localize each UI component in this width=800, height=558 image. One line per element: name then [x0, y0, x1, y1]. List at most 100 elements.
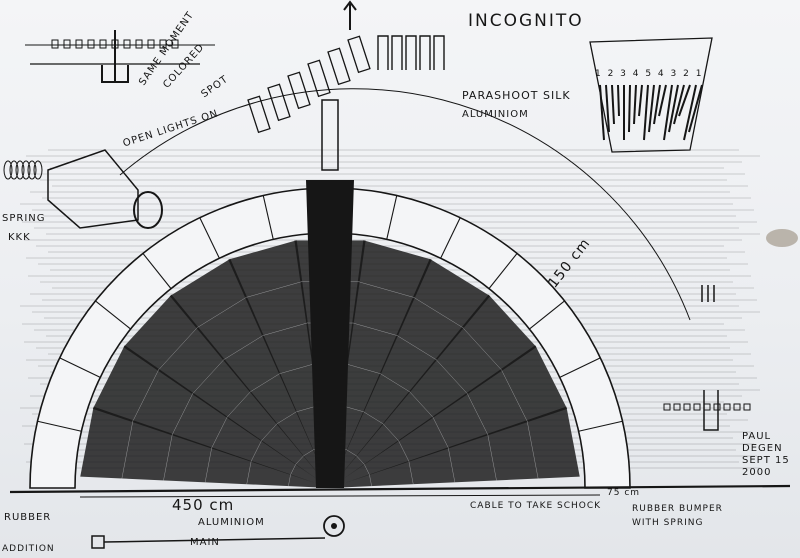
cylinder-sequence: [405, 35, 417, 70]
label-cable: CABLE TO TAKE SCHOCK: [470, 501, 602, 511]
fold-stroke: [648, 84, 655, 133]
fan-blade: [228, 240, 330, 488]
ground-line: [9, 484, 791, 494]
blade-hatch: [260, 423, 278, 442]
mast-top: [321, 99, 339, 171]
arch-block-joint: [199, 217, 220, 259]
fan-blade: [123, 294, 331, 488]
cylinder-sequence: [377, 35, 389, 70]
blade-hatch: [196, 296, 248, 329]
arch-block-joint: [37, 420, 82, 432]
rotating-cylinders-icon: [247, 95, 271, 134]
fan-blade: [80, 406, 330, 488]
label-addition: ADDITION: [2, 544, 55, 554]
up-arrow-icon: [343, 0, 357, 30]
blade-hatch: [245, 281, 303, 298]
right-pin-rail: [723, 403, 731, 411]
bar-wheel: [323, 515, 345, 537]
blade-hatch: [357, 281, 415, 298]
fan-blade: [330, 258, 491, 488]
black-fan: [80, 99, 580, 488]
blade-hatch: [250, 440, 262, 462]
mast-body: [306, 180, 354, 488]
fold-stroke: [668, 84, 679, 133]
label-aluminium-top: ALUMINIOM: [462, 109, 529, 120]
arch-block-joint: [488, 253, 518, 289]
spring-coil: [27, 160, 37, 180]
blade-hatch: [369, 474, 372, 487]
right-pin-rail: [673, 403, 681, 411]
blade-hatch: [346, 449, 357, 457]
arch-band: [29, 187, 631, 489]
blade-hatch: [262, 322, 308, 337]
pin-rail-icon: [51, 39, 59, 49]
fold-stroke: [628, 84, 631, 133]
blade-hatch: [352, 322, 398, 337]
fold-stroke: [599, 84, 605, 141]
cylinder-sequence: [419, 35, 431, 70]
clamp-barrel: [133, 191, 163, 229]
blade-hatch: [487, 433, 497, 481]
blade-hatch: [363, 464, 370, 475]
blade-hatch: [204, 447, 213, 483]
arch-block-joint: [529, 300, 565, 330]
right-pin-rail: [713, 403, 721, 411]
pin-rail-icon: [171, 39, 179, 49]
blade-hatch: [412, 296, 464, 329]
fold-stroke: [653, 84, 661, 125]
arch-block-joint: [386, 195, 398, 240]
signature-first: PAUL: [742, 431, 772, 442]
pin-rail-icon: [123, 39, 131, 49]
fold-stroke: [617, 84, 620, 117]
right-pin-rail: [743, 403, 751, 411]
spring-coil: [3, 160, 13, 180]
spring-coil: [9, 160, 19, 180]
rotating-cylinders-icon: [267, 83, 291, 122]
label-width: 450 cm: [172, 496, 235, 514]
detail-sketches: [3, 0, 751, 549]
signature-year: 2000: [742, 467, 772, 478]
blade-hatch: [121, 420, 134, 479]
blade-hatch: [290, 464, 297, 475]
fold-stroke: [643, 84, 649, 141]
blade-hatch: [432, 416, 449, 449]
fold-stroke: [658, 84, 667, 117]
fan-blade: [92, 345, 330, 488]
signature-date: SEPT 15: [742, 455, 790, 466]
cylinder-sequence: [391, 35, 403, 70]
blade-hatch: [396, 334, 437, 361]
blade-hatch: [192, 358, 225, 395]
spring-coil: [21, 160, 31, 180]
blade-hatch: [211, 416, 228, 449]
blade-hatch: [246, 460, 252, 485]
blade-hatch: [466, 392, 489, 436]
rotating-cylinders-icon: [287, 71, 311, 110]
pin-rail-icon: [147, 39, 155, 49]
blade-hatch: [288, 474, 291, 487]
sweep-arc: [119, 88, 691, 321]
label-parachute-silk: PARASHOOT SILK: [462, 89, 571, 102]
blade-hatch: [295, 455, 304, 465]
blade-hatch: [356, 455, 365, 465]
bar-wheel-hub: [331, 523, 337, 529]
label-spring: SPRING: [2, 213, 46, 224]
blade-hatch: [409, 391, 434, 418]
small-bracket-icon: [701, 285, 715, 302]
paper-stain: [766, 229, 798, 247]
pin-rail-icon: [63, 39, 71, 49]
arch-block-joint: [559, 357, 601, 378]
blade-hatch: [408, 460, 414, 485]
right-pin-rail: [703, 403, 711, 411]
pin-rail-icon: [159, 39, 167, 49]
fan-blade: [330, 406, 580, 488]
label-bumper: RUBBER BUMPER: [632, 504, 723, 514]
signature-last: DEGEN: [742, 443, 783, 454]
fold-stroke: [605, 84, 610, 133]
sketch-title: INCOGNITO: [468, 11, 584, 31]
right-bracket: [703, 390, 719, 431]
fold-stroke: [683, 84, 697, 141]
rotating-cylinders-icon: [327, 47, 351, 86]
blade-hatch: [223, 334, 264, 361]
label-spring-sub: KKK: [8, 232, 31, 243]
